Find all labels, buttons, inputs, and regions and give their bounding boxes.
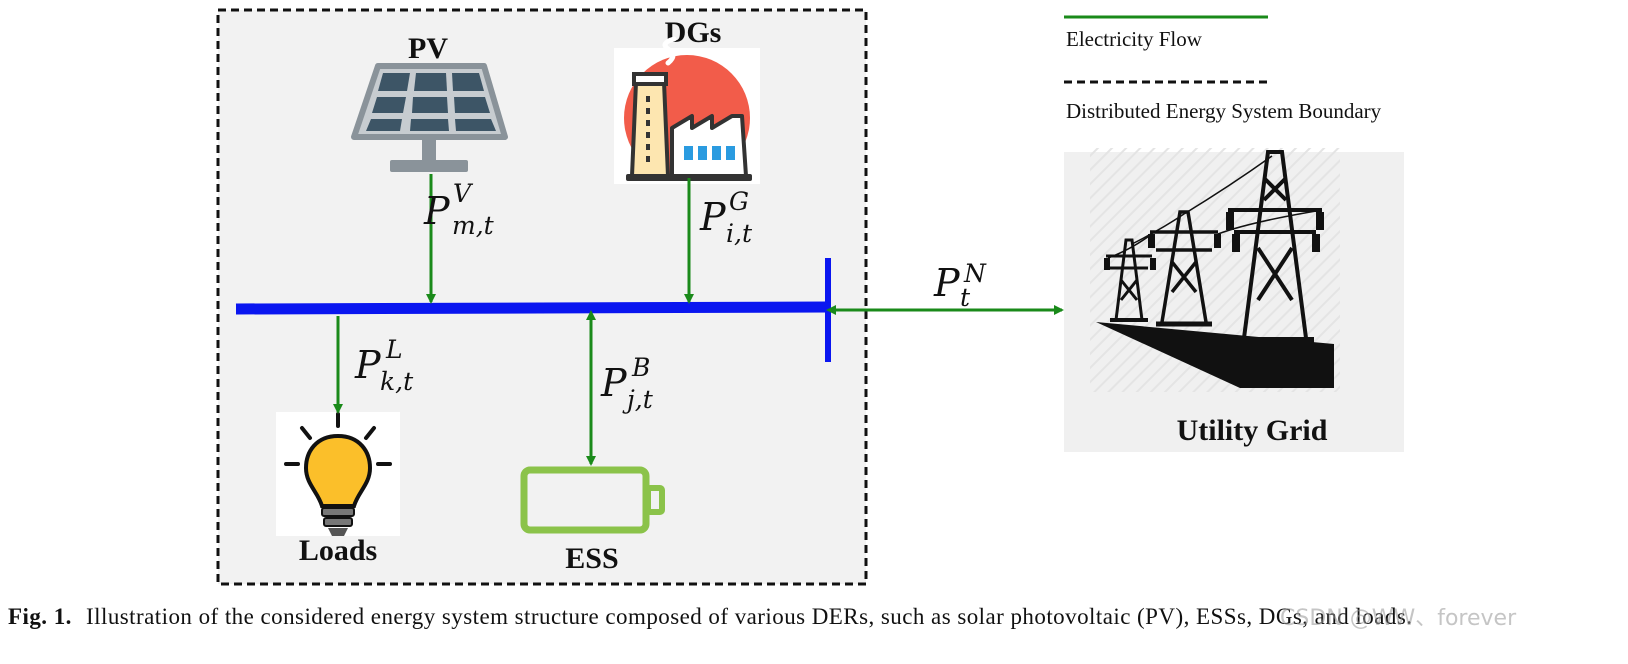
load-flow-label: P L k,t bbox=[354, 335, 414, 396]
pv-flow-label: P V m,t bbox=[423, 179, 495, 240]
caption-text: Illustration of the considered energy sy… bbox=[86, 604, 1413, 629]
svg-text:m,t: m,t bbox=[452, 211, 495, 240]
watermark: CSDN @WW、forever bbox=[1280, 606, 1517, 631]
svg-text:V: V bbox=[453, 179, 474, 208]
legend: Electricity Flow Distributed Energy Syst… bbox=[1064, 15, 1382, 123]
legend-boundary-label: Distributed Energy System Boundary bbox=[1066, 99, 1382, 123]
figure-caption: Fig. 1. Illustration of the considered e… bbox=[8, 604, 1620, 630]
svg-text:P: P bbox=[354, 343, 382, 387]
solar-panel-icon bbox=[351, 63, 508, 172]
svg-text:L: L bbox=[385, 335, 403, 364]
dgs-label: DGs bbox=[665, 16, 722, 49]
ess-label: ESS bbox=[565, 542, 618, 575]
svg-text:t: t bbox=[960, 283, 971, 312]
lightbulb-icon bbox=[276, 412, 400, 536]
svg-text:i,t: i,t bbox=[726, 219, 753, 248]
loads-label: Loads bbox=[299, 534, 377, 567]
pv-label: PV bbox=[408, 32, 448, 65]
ess-flow-label: P B j,t bbox=[600, 353, 654, 414]
utility-grid-label: Utility Grid bbox=[1177, 414, 1328, 447]
svg-text:j,t: j,t bbox=[622, 385, 654, 414]
svg-text:P: P bbox=[699, 195, 727, 239]
battery-icon bbox=[520, 466, 665, 534]
utility-grid-panel bbox=[1064, 148, 1404, 452]
factory-icon bbox=[614, 36, 760, 184]
transmission-tower-icon bbox=[1096, 150, 1334, 388]
legend-electricity-flow-label: Electricity Flow bbox=[1066, 27, 1203, 51]
bus-bar bbox=[235, 301, 829, 315]
svg-text:P: P bbox=[933, 261, 961, 305]
figure-number: Fig. 1. bbox=[8, 604, 72, 629]
svg-text:B: B bbox=[631, 353, 650, 382]
grid-flow-label: P N t bbox=[933, 259, 987, 312]
energy-system-diagram: Electricity Flow Distributed Energy Syst… bbox=[216, 8, 1404, 586]
svg-text:P: P bbox=[423, 189, 451, 233]
svg-text:P: P bbox=[600, 361, 628, 405]
dg-flow-label: P G i,t bbox=[699, 187, 753, 248]
svg-text:N: N bbox=[963, 259, 987, 288]
svg-text:k,t: k,t bbox=[380, 367, 414, 396]
svg-text:G: G bbox=[729, 187, 749, 216]
